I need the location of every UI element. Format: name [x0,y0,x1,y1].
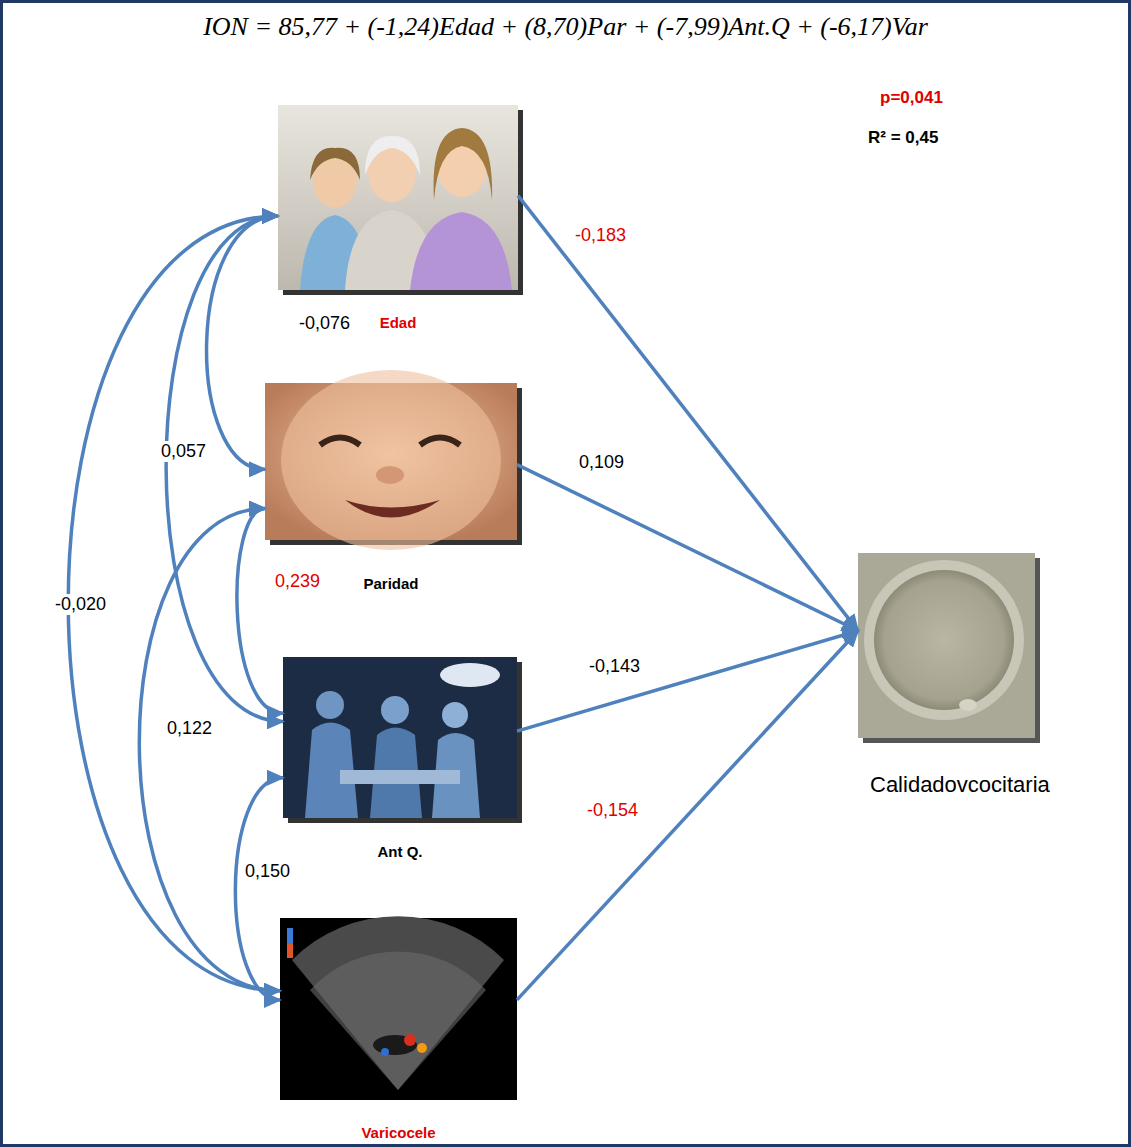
statistic-label: R² = 0,45 [868,128,938,148]
path-arrow [517,631,858,731]
node-label: Varicocele [280,1124,517,1141]
ultrasound-image [280,916,517,1100]
coefficient-label: -0,154 [584,800,641,821]
coefficient-label: 0,239 [272,571,323,592]
age-photo [278,105,523,295]
node-label: Ant Q. [283,843,517,860]
surgery-photo [283,657,522,823]
image-area [278,105,518,290]
image-area [283,657,517,818]
node-label: Calidadovcocitaria [858,772,1054,798]
image-area [280,918,517,1100]
coefficient-label: -0,183 [572,225,629,246]
photo-node: Paridad [265,383,517,592]
baby-photo [265,370,522,550]
image-area [265,383,517,540]
photo-node: Edad [278,105,518,331]
correlation-arrow [166,216,283,721]
oocyte-image [858,553,1040,743]
correlation-arrow [237,509,283,714]
coefficient-label: 0,057 [158,441,209,462]
coefficient-label: 0,109 [576,452,627,473]
image-area [858,553,1054,738]
statistic-label: p=0,041 [880,88,943,108]
coefficient-label: 0,122 [164,718,215,739]
equation-title: ION = 85,77 + (-1,24)Edad + (8,70)Par + … [0,12,1131,42]
correlation-arrow [207,216,278,469]
path-arrow [517,465,858,631]
path-arrow [518,196,858,631]
photo-node: Ant Q. [283,657,517,860]
correlation-arrow [235,778,283,1000]
coefficient-label: 0,150 [242,861,293,882]
photo-node: Calidadovcocitaria [858,553,1054,798]
coefficient-label: -0,020 [52,594,109,615]
path-arrow [517,631,858,1000]
correlation-arrow [139,509,280,991]
photo-node: Varicocele [280,918,517,1141]
coefficient-label: -0,143 [586,656,643,677]
coefficient-label: -0,076 [296,313,353,334]
